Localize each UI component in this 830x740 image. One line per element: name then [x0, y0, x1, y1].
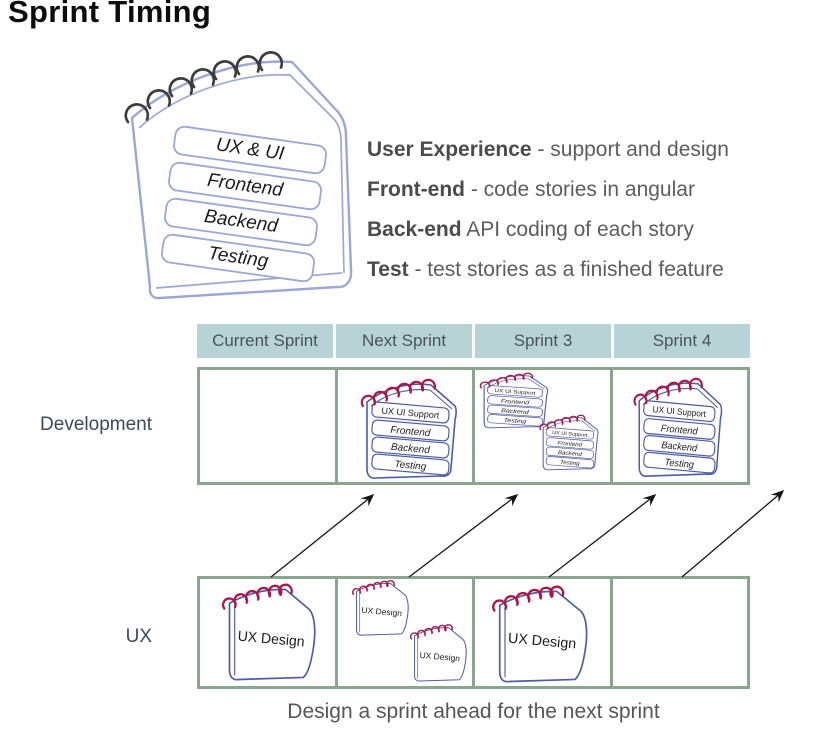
legend-description: - test stories as a finished feature [408, 258, 724, 281]
legend-item-backend: Back-end API coding of each story [367, 218, 729, 241]
notepad-label: UX Design [419, 650, 461, 663]
legend-description: - support and design [531, 138, 729, 161]
grid-cell [472, 370, 610, 482]
grid-cell [609, 370, 748, 482]
notepad-row-label: Frontend [500, 398, 530, 406]
grid-cell [200, 370, 335, 482]
notepad-rows: UX UI Support Frontend Backend Testing [545, 427, 595, 469]
spiral-binding-icon [633, 377, 703, 406]
spiral-binding-icon [479, 372, 534, 389]
flow-arrow [681, 489, 785, 578]
grid-cell [334, 370, 473, 482]
spiral-binding-icon [360, 378, 436, 408]
notepad-row-label: Backend [661, 440, 698, 455]
page-title: Sprint Timing [8, 0, 212, 29]
notepad-row-label: Testing [503, 417, 527, 425]
notepad-rows: UX UI Support Frontend Backend Testing [643, 400, 716, 474]
column-header-next-sprint: Next Sprint [336, 324, 472, 358]
spiral-binding-icon [410, 624, 453, 640]
dev-notepad-svg: UX UI Support Frontend Backend Testing [633, 377, 723, 477]
row-label-development: Development [40, 414, 152, 435]
notepad-row-label: UX UI Support [652, 404, 707, 419]
notepad-row-label: UX UI Support [494, 388, 536, 396]
notepad-rows: UX UI Support Frontend Backend Testing [371, 401, 450, 476]
flow-arrow [408, 494, 519, 578]
dev-notepad-svg: UX UI Support Frontend Backend Testing [479, 372, 549, 429]
column-header-current-sprint: Current Sprint [197, 324, 333, 358]
spiral-binding-icon [352, 580, 395, 596]
legend-description: API coding of each story [461, 218, 694, 241]
legend-item-frontend: Front-end - code stories in angular [367, 178, 729, 201]
notepad-label: UX Design [237, 628, 305, 650]
notepad-body [498, 590, 588, 683]
notepad-row-label: Testing [664, 457, 695, 471]
hero-notepad-svg: UX & UI Frontend Backend Testing [124, 51, 353, 300]
flow-arrow [270, 493, 375, 578]
notepad-rows: UX & UI Frontend Backend Testing [161, 125, 327, 283]
ux-notepad-svg: UX Design [221, 583, 316, 681]
notepad-label: UX Design [507, 631, 577, 653]
grid-cell [472, 579, 610, 686]
notepad-row-label: Backend [390, 442, 430, 456]
grid-cell [609, 579, 748, 686]
flow-arrow [548, 494, 657, 578]
ux-notepad: UX Design [217, 580, 321, 688]
ux-notepad-svg: UX Design [352, 580, 409, 636]
dev-notepad-svg: UX UI Support Frontend Backend Testing [360, 378, 457, 479]
legend-term: Test [367, 258, 409, 281]
legend: User Experience - support and design Fro… [367, 138, 729, 298]
dev-notepad: UX UI Support Frontend Backend Testing [630, 373, 726, 480]
notepad-row-label: Frontend [557, 441, 583, 449]
notepad-body [228, 588, 316, 681]
ux-notepad: UX Design [407, 622, 470, 686]
notepad-body [414, 627, 467, 682]
legend-description: - code stories in angular [464, 178, 695, 201]
table-header-row: Current Sprint Next Sprint Sprint 3 Spri… [197, 324, 750, 358]
notepad-rows: UX UI Support Frontend Backend Testing [487, 385, 543, 427]
notepad-row-label: Testing [560, 460, 581, 467]
ux-notepad-svg: UX Design [492, 585, 588, 683]
spiral-binding-icon [492, 585, 565, 612]
legend-term: Back-end [367, 218, 462, 241]
legend-item-test: Test - test stories as a finished featur… [367, 258, 729, 281]
notepad-inner-line [138, 73, 345, 274]
notepad-body [356, 582, 409, 636]
spiral-binding-icon [221, 583, 293, 610]
grid-cell [334, 579, 473, 686]
caption: Design a sprint ahead for the next sprin… [287, 700, 660, 723]
column-header-sprint-4: Sprint 4 [614, 324, 750, 358]
column-header-sprint-3: Sprint 3 [475, 324, 611, 358]
notepad-row-label: Backend [558, 450, 583, 458]
notepad-label: UX Design [361, 605, 403, 618]
ux-notepad-svg: UX Design [410, 624, 467, 682]
notepad-row-label: Backend [501, 408, 530, 416]
notepad-row-label: UX UI Support [552, 430, 589, 439]
dev-notepad-svg: UX UI Support Frontend Backend Testing [539, 414, 599, 471]
legend-item-ux: User Experience - support and design [367, 138, 729, 161]
spiral-binding-icon [539, 414, 586, 431]
notepad-row-label: Frontend [390, 425, 431, 439]
legend-term: Front-end [367, 178, 465, 201]
hero-notepad: UX & UI Frontend Backend Testing [112, 48, 357, 306]
ux-notepad: UX Design [487, 582, 593, 690]
dev-notepad: UX UI Support Frontend Backend Testing [477, 370, 551, 430]
spiral-binding-icon [124, 51, 284, 124]
legend-term: User Experience [367, 138, 532, 161]
ux-notepad: UX Design [349, 578, 412, 640]
notepad-row-label: Frontend [660, 423, 698, 438]
row-label-ux: UX [125, 626, 152, 647]
dev-notepad: UX UI Support Frontend Backend Testing [537, 412, 601, 472]
dev-notepad: UX UI Support Frontend Backend Testing [357, 374, 461, 482]
notepad-row-label: Testing [394, 459, 427, 473]
